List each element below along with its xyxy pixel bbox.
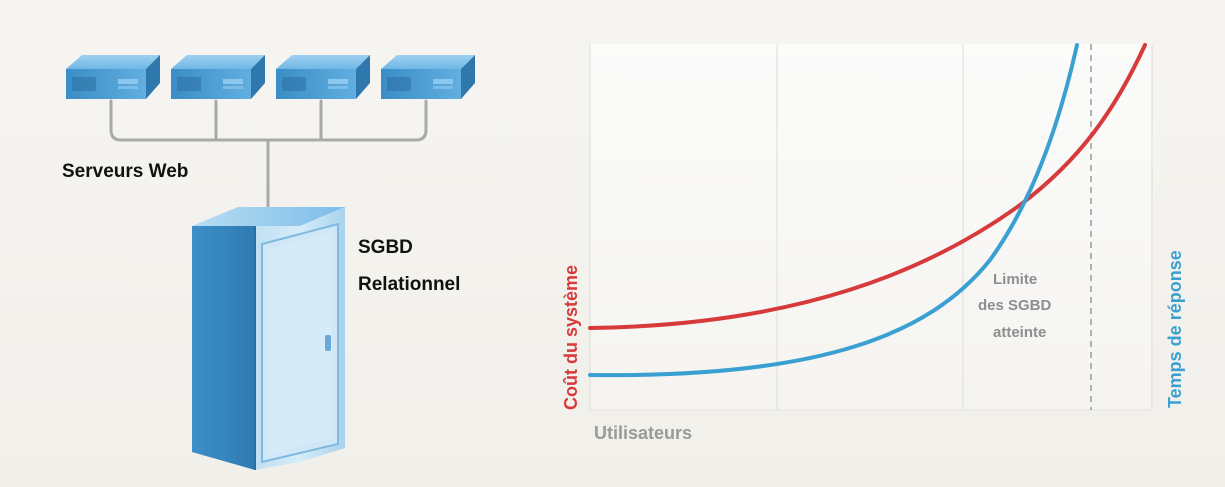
chart: Coût du système Temps de réponse Utilisa… [561, 43, 1185, 443]
response-time-curve [588, 43, 1079, 378]
database-label-line1: SGBD [358, 237, 413, 258]
cost-curve [588, 43, 1147, 330]
limit-label-line3: atteinte [993, 324, 1046, 341]
network-connectors [109, 99, 428, 216]
web-server-icon-4 [381, 55, 475, 99]
web-servers-label: Serveurs Web [62, 161, 188, 182]
response-time-axis-label: Temps de réponse [1165, 250, 1185, 408]
plot-area [590, 44, 1152, 410]
web-server-icon-2 [171, 55, 265, 99]
web-server-icon-3 [276, 55, 370, 99]
x-axis-label: Utilisateurs [594, 423, 692, 443]
limit-label-line2: des SGBD [978, 297, 1052, 314]
limit-label-line1: Limite [993, 271, 1037, 288]
database-label-line2: Relationnel [358, 274, 460, 295]
web-server-icon-1 [66, 55, 160, 99]
cost-axis-label: Coût du système [561, 265, 581, 410]
database-server-icon [192, 207, 345, 470]
